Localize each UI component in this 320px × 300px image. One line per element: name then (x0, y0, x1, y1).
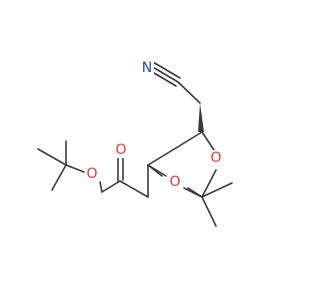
bond-carbonyl-ester-o (101, 180, 121, 193)
atom-n-nitrile: N (142, 60, 152, 76)
bond-nitrile-triple-3 (152, 61, 181, 79)
atom-o-carbonyl: O (115, 142, 126, 158)
bond-ch2-nitrile (177, 81, 201, 104)
bond-c2-methyl-down (201, 196, 217, 227)
bond-ch2-carbonyl (119, 180, 149, 198)
bond-c2-o1 (201, 169, 217, 198)
chemical-structure: N O O O O (37, 60, 233, 227)
bond-o-ring-left-c2 (183, 187, 203, 198)
atom-o-ester: O (86, 166, 97, 182)
bond-o1-c6 (201, 131, 215, 151)
bond-c5-c4-link (147, 164, 167, 177)
bond-c5-c4 (147, 147, 177, 166)
atom-o-ring-left: O (169, 174, 180, 190)
bond-ester-o-tbu (65, 164, 85, 173)
atom-o-ring-right: O (210, 150, 221, 166)
bond-nitrile-triple-2 (150, 65, 179, 83)
stereo-wedge-bond (198, 103, 204, 132)
bond-tbu-methyl-left (37, 148, 67, 166)
bond-ester-o-down (99, 181, 103, 193)
bond-c6-c5 (175, 131, 203, 149)
bond-c2-methyl-right (201, 182, 233, 198)
bonds (37, 61, 233, 227)
atom-labels: N O O O O (85, 60, 223, 190)
bond-tbu-methyl-down (51, 164, 67, 191)
